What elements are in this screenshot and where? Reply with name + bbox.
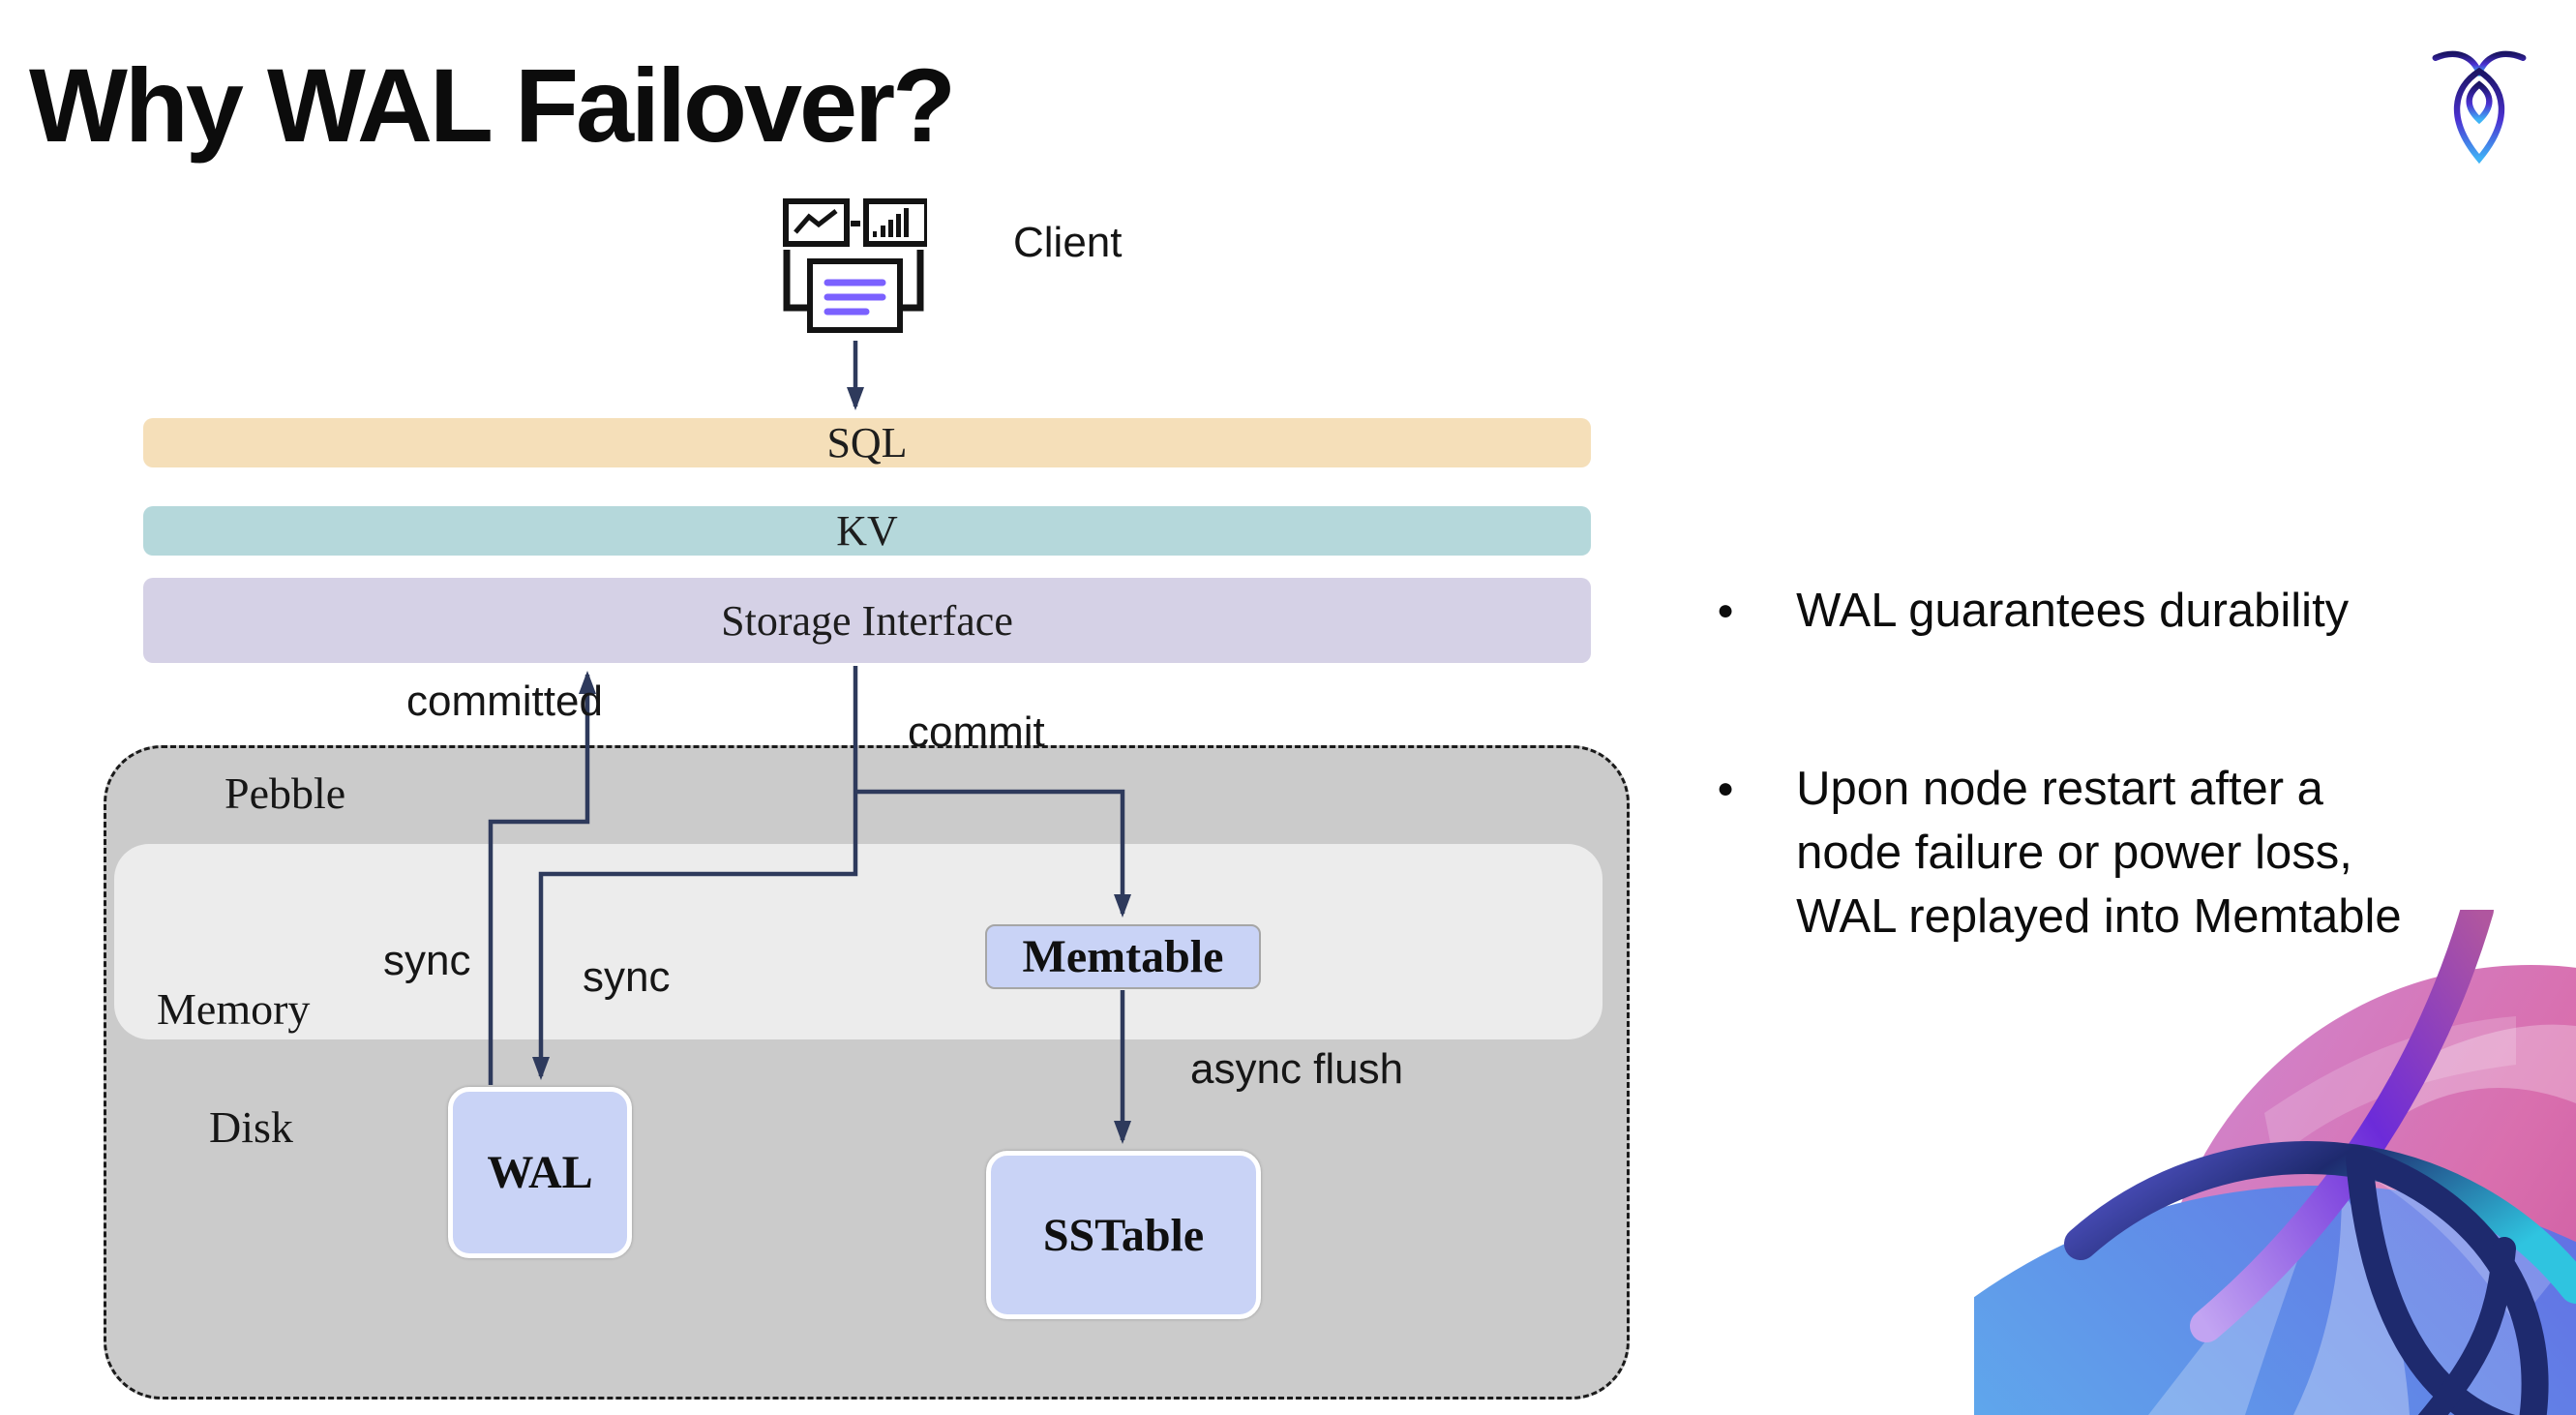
client-label: Client xyxy=(1013,219,1123,266)
bullet-dot: ● xyxy=(1717,594,1735,626)
memory-label: Memory xyxy=(157,984,311,1034)
edge-committed xyxy=(488,671,596,1085)
pebble-label: Pebble xyxy=(225,768,346,818)
layer-bar-storage-interface: Storage Interface xyxy=(143,578,1591,663)
committed-label: committed xyxy=(406,677,603,725)
memtable-label: Memtable xyxy=(1022,931,1224,982)
bullet-line: WAL guarantees durability xyxy=(1796,585,2350,637)
edge-commit-memtable xyxy=(855,789,1131,918)
brand-art xyxy=(1974,910,2576,1415)
edge-commit-sync-wal xyxy=(532,666,858,1080)
bullet-line: WAL replayed into Memtable xyxy=(1796,890,2402,943)
commit-label: commit xyxy=(908,708,1045,756)
layer-label-kv: KV xyxy=(836,507,898,555)
memtable-box: Memtable xyxy=(985,924,1261,989)
bullet-item: ● WAL guarantees durability xyxy=(1717,579,2349,643)
navy-antenna-stroke xyxy=(2064,1141,2576,1304)
sstable-label: SSTable xyxy=(1042,1209,1205,1261)
client-icon xyxy=(783,198,927,333)
layer-label-sql: SQL xyxy=(826,419,908,467)
page-title: Why WAL Failover? xyxy=(29,46,956,164)
leaf-outline xyxy=(2346,1146,2549,1415)
sync-left-label: sync xyxy=(383,937,471,984)
cockroachdb-logo-icon xyxy=(2432,50,2527,165)
line-chart-icon xyxy=(783,198,850,247)
async-flush-label: async flush xyxy=(1190,1045,1404,1093)
layer-bar-sql: SQL xyxy=(143,418,1591,467)
layer-label-storage-interface: Storage Interface xyxy=(721,596,1013,645)
leaf-vein xyxy=(2417,1237,2516,1415)
bullet-line: node failure or power loss, xyxy=(1796,827,2352,879)
bullet-line: Upon node restart after a xyxy=(1796,763,2323,815)
purple-antenna-stroke xyxy=(2190,910,2494,1342)
wal-label: WAL xyxy=(487,1147,593,1198)
layer-bar-kv: KV xyxy=(143,506,1591,556)
disk-label: Disk xyxy=(209,1102,293,1152)
memory-band xyxy=(114,844,1603,1039)
bullet-dot: ● xyxy=(1717,772,1735,804)
sstable-box: SSTable xyxy=(986,1151,1261,1319)
wal-box: WAL xyxy=(448,1087,632,1258)
sync-right-label: sync xyxy=(583,953,671,1001)
bullet-item: ● Upon node restart after a node failure… xyxy=(1717,757,2402,948)
